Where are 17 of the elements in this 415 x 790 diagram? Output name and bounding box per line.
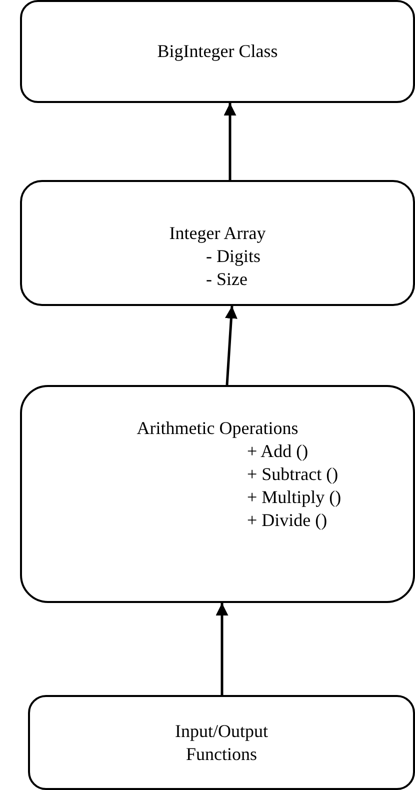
box-title: BigInteger Class — [157, 40, 278, 63]
arrow — [216, 603, 228, 695]
list-item: + Add () — [247, 440, 308, 463]
list-item: + Multiply () — [247, 486, 342, 509]
rounded-box — [20, 385, 415, 603]
box-title: Arithmetic Operations — [136, 417, 298, 440]
box-title: Input/Output Functions — [174, 720, 269, 766]
arrow — [224, 103, 236, 180]
list-item: - Digits — [206, 245, 261, 268]
list-item: + Subtract () — [247, 463, 338, 486]
list-item: + Divide () — [247, 509, 328, 532]
rounded-box — [20, 0, 415, 103]
rounded-box — [20, 180, 415, 306]
arrow — [224, 306, 238, 386]
list-item: - Size — [206, 268, 248, 291]
box-title: Integer Array — [169, 222, 266, 245]
rounded-box — [28, 695, 415, 790]
